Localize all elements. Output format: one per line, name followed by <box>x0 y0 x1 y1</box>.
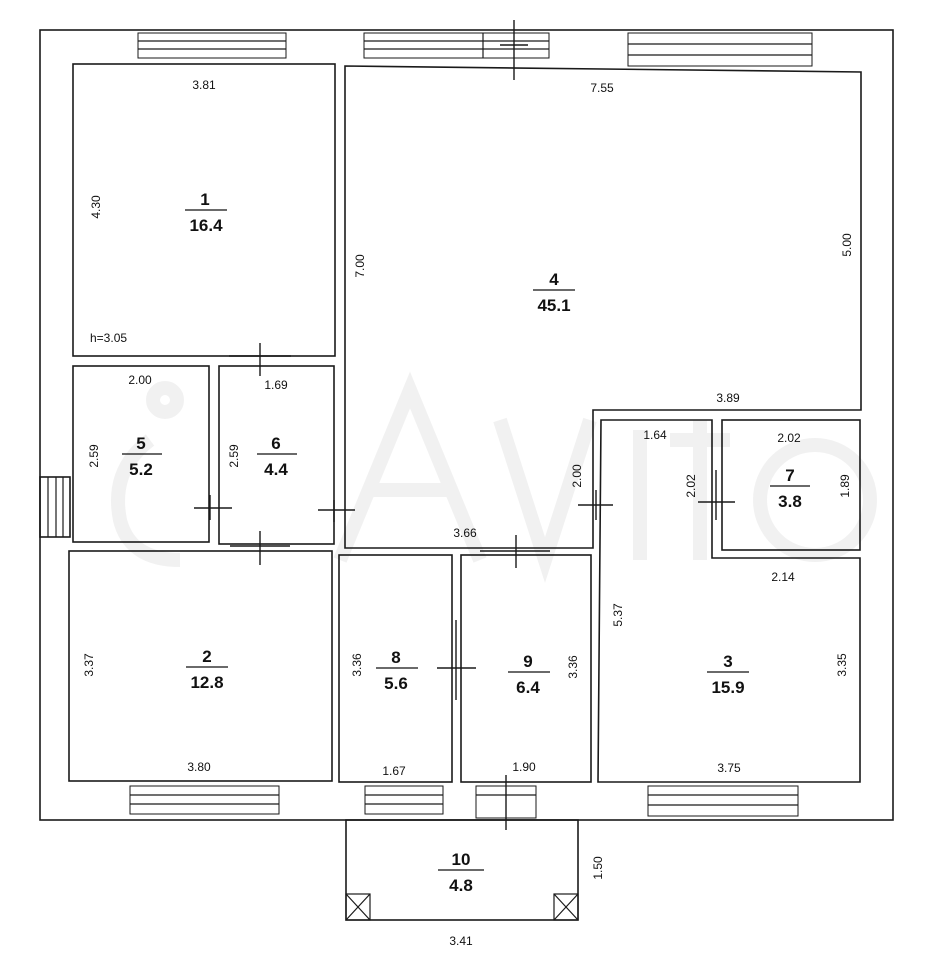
dimension-labels-horizontal: 3.81 7.55 3.89 2.00 1.69 3.66 1.64 2.02 … <box>128 78 801 948</box>
dim-r3-bottom: 3.75 <box>717 761 741 775</box>
dim-r3-right: 3.35 <box>835 653 849 677</box>
dim-r1-height: 4.30 <box>89 195 103 219</box>
room-4-outline <box>344 65 862 549</box>
dim-r6-height: 2.59 <box>227 444 241 468</box>
room-number: 10 <box>452 850 471 869</box>
room-1-outline <box>72 63 336 357</box>
dim-r4-bottom: 3.89 <box>716 391 740 405</box>
room-number: 4 <box>549 270 559 289</box>
room-label-5: 5 5.2 <box>122 434 162 479</box>
room-area: 5.2 <box>129 460 153 479</box>
room-number: 2 <box>202 647 211 666</box>
room-label-2: 2 12.8 <box>186 647 228 692</box>
room-label-9: 9 6.4 <box>508 652 550 697</box>
room-label-1: 1 16.4 <box>185 190 227 235</box>
room-number: 9 <box>523 652 532 671</box>
dim-r8-height: 3.36 <box>350 653 364 677</box>
windows-top <box>137 32 813 67</box>
dim-hall-height: 2.00 <box>570 464 584 488</box>
dim-r10-width: 3.41 <box>449 934 473 948</box>
room-area: 6.4 <box>516 678 540 697</box>
dim-r7-width: 2.02 <box>777 431 801 445</box>
dim-r6-width: 1.69 <box>264 378 288 392</box>
dim-r9-width: 1.90 <box>512 760 536 774</box>
room-label-3: 3 15.9 <box>707 652 749 697</box>
room-number: 7 <box>785 466 794 485</box>
room-5-outline <box>72 365 210 543</box>
room-7-outline <box>721 419 861 551</box>
ceiling-height-note: h=3.05 <box>90 331 127 345</box>
room-number: 3 <box>723 652 732 671</box>
room-walls <box>68 63 862 921</box>
room-number: 1 <box>200 190 209 209</box>
doors <box>194 20 735 830</box>
dim-r7-height-left: 2.02 <box>684 474 698 498</box>
dim-r8-width: 1.67 <box>382 764 406 778</box>
dim-hall-width: 1.64 <box>643 428 667 442</box>
dim-r10-height: 1.50 <box>591 856 605 880</box>
dim-r3-top: 2.14 <box>771 570 795 584</box>
room-label-7: 7 3.8 <box>770 466 810 511</box>
dimension-labels-vertical: 4.30 7.00 5.00 2.59 2.59 2.00 2.02 1.89 … <box>82 195 854 880</box>
room-area: 45.1 <box>537 296 570 315</box>
room-area: 5.6 <box>384 674 408 693</box>
dim-r4-height-right: 5.00 <box>840 233 854 257</box>
room-label-10: 10 4.8 <box>438 850 484 895</box>
room-number: 5 <box>136 434 145 453</box>
dim-r2-width: 3.80 <box>187 760 211 774</box>
dim-r4-height-left: 7.00 <box>353 254 367 278</box>
dim-r1-width: 3.81 <box>192 78 216 92</box>
room-area: 16.4 <box>189 216 223 235</box>
room-2-outline <box>68 550 333 782</box>
room-area: 4.4 <box>264 460 288 479</box>
balcony-posts <box>345 893 579 921</box>
room-number: 8 <box>391 648 400 667</box>
dim-r5-height: 2.59 <box>87 444 101 468</box>
dim-r5-width: 2.00 <box>128 373 152 387</box>
dim-r7-height-right: 1.89 <box>838 474 852 498</box>
room-area: 15.9 <box>711 678 744 697</box>
room-number: 6 <box>271 434 280 453</box>
dim-r9-height: 3.36 <box>566 655 580 679</box>
room-10-outline <box>345 819 579 921</box>
room-area: 12.8 <box>190 673 223 692</box>
watermark <box>111 371 877 583</box>
dim-r4-width: 7.55 <box>590 81 614 95</box>
room-3-outline <box>597 419 861 783</box>
windows-bottom <box>129 785 799 819</box>
dim-r2-height: 3.37 <box>82 653 96 677</box>
room-label-4: 4 45.1 <box>533 270 575 315</box>
dim-corridor: 3.66 <box>453 526 477 540</box>
room-area: 4.8 <box>449 876 473 895</box>
room-6-outline <box>218 365 335 545</box>
dim-r3-left: 5.37 <box>611 603 625 627</box>
room-area: 3.8 <box>778 492 802 511</box>
room-label-8: 8 5.6 <box>376 648 418 693</box>
room-label-6: 6 4.4 <box>257 434 297 479</box>
outer-walls <box>39 29 894 821</box>
